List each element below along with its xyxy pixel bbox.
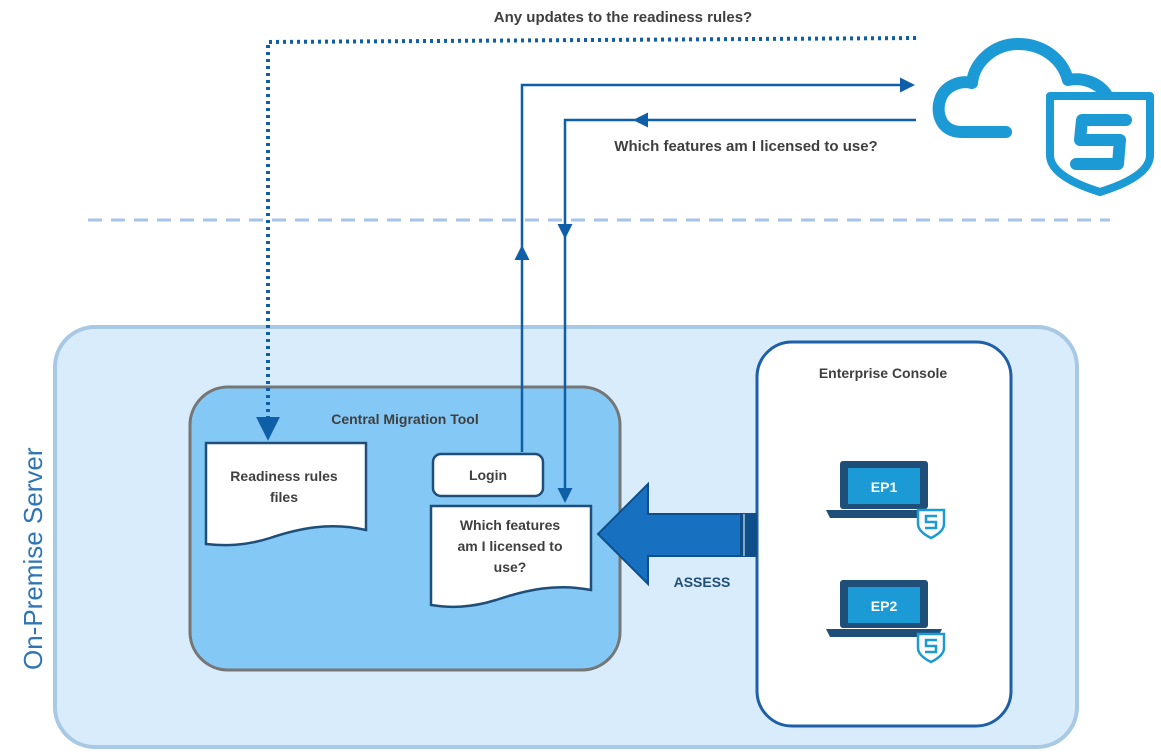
cloud-to-features-line: [557, 118, 636, 239]
ep2-shield-icon: [916, 632, 946, 664]
features-doc-line2: am I licensed to: [457, 538, 562, 554]
features-doc-line1: Which features: [460, 517, 561, 533]
assess-arrow: [596, 481, 757, 587]
login-to-cloud-line: [520, 77, 915, 250]
cloud-icon: [932, 38, 1116, 138]
ep1-label: EP1: [871, 479, 898, 495]
readiness-rules-label-line1: Readiness rules: [230, 468, 338, 484]
features-document: [429, 504, 593, 609]
readiness-rules-document: [204, 441, 368, 547]
enterprise-console-title: Enterprise Console: [819, 365, 948, 381]
assess-label: ASSESS: [674, 574, 731, 590]
login-label: Login: [469, 467, 507, 483]
ep1-shield-icon: [916, 508, 946, 540]
ep2-label: EP2: [871, 598, 898, 614]
central-migration-tool-title: Central Migration Tool: [331, 411, 479, 427]
readiness-updates-question: Any updates to the readiness rules?: [494, 9, 752, 26]
on-premise-server-label: On-Premise Server: [18, 447, 48, 670]
login-box[interactable]: [431, 452, 545, 498]
ep1-laptop-icon: [826, 461, 942, 518]
ep2-laptop-icon: [826, 580, 942, 637]
readiness-rules-label-line2: files: [270, 489, 298, 505]
license-question: Which features am I licensed to use?: [614, 138, 877, 155]
shield-logo-icon: [1046, 92, 1154, 196]
features-doc-line3: use?: [494, 559, 527, 575]
enterprise-console-box: [755, 340, 1013, 728]
readiness-update-dotted-line: [256, 36, 917, 441]
